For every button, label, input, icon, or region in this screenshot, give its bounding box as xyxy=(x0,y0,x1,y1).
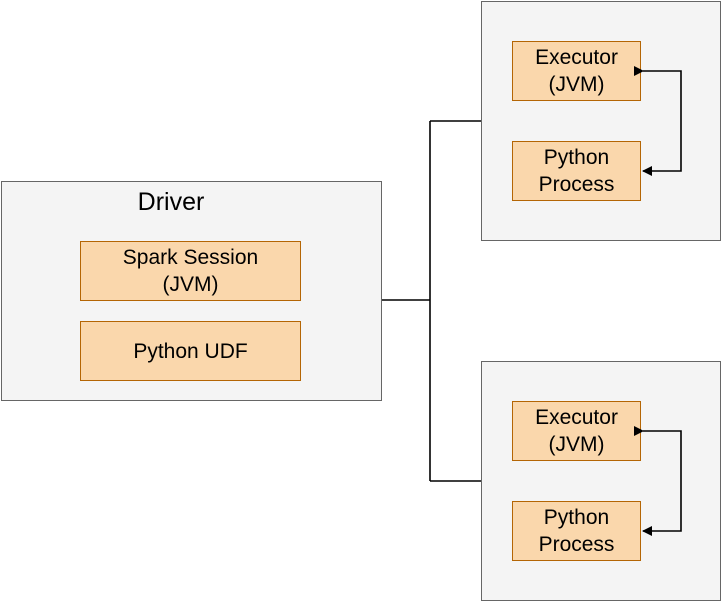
executor-python-arrow-2 xyxy=(634,426,682,536)
executor-jvm-box-2: Executor (JVM) xyxy=(512,401,641,461)
python-udf-box: Python UDF xyxy=(80,321,301,381)
executor-jvm-box-1: Executor (JVM) xyxy=(512,41,641,101)
python-process-box-1: Python Process xyxy=(512,141,641,201)
executor-python-arrow-1 xyxy=(634,66,682,176)
python-process-box-2: Python Process xyxy=(512,501,641,561)
spark-session-box: Spark Session (JVM) xyxy=(80,241,301,301)
driver-title: Driver xyxy=(137,188,205,216)
